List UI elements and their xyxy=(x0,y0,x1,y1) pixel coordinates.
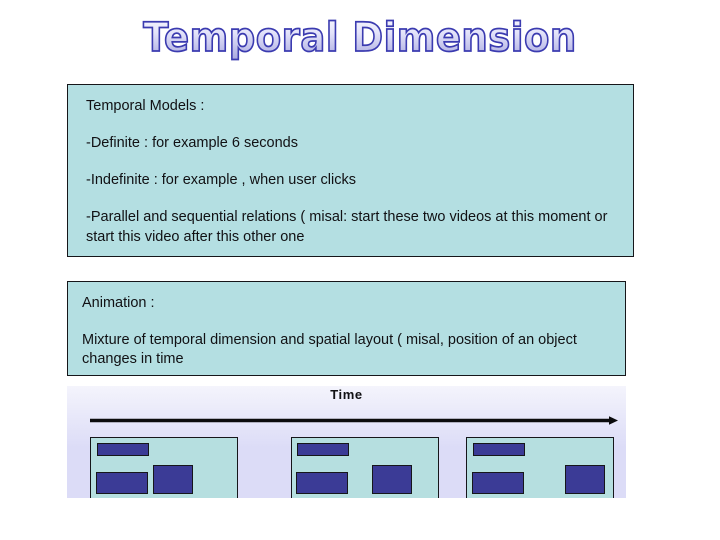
temporal-models-indefinite: -Indefinite : for example , when user cl… xyxy=(86,172,356,189)
slide-title-wordart: Temporal Dimension Temporal Dimension Te… xyxy=(0,12,720,64)
animation-timeline-diagram: Time xyxy=(67,386,626,498)
frame-1-bottom-bar xyxy=(96,472,148,494)
frame-1-top-bar xyxy=(97,443,149,456)
timeline-frame-3 xyxy=(466,437,614,498)
page-title: Temporal Dimension xyxy=(143,10,577,66)
animation-description: Mixture of temporal dimension and spatia… xyxy=(82,332,581,368)
frame-2-square xyxy=(372,465,412,494)
frame-3-square xyxy=(565,465,605,494)
temporal-models-box: Temporal Models : -Definite : for exampl… xyxy=(67,84,634,257)
frame-3-bottom-bar xyxy=(472,472,524,494)
temporal-models-definite: -Definite : for example 6 seconds xyxy=(86,135,298,152)
temporal-models-relations: -Parallel and sequential relations ( mis… xyxy=(86,209,612,245)
frame-3-top-bar xyxy=(473,443,525,456)
animation-heading: Animation : xyxy=(82,295,155,311)
time-arrow-icon xyxy=(90,416,618,425)
frame-1-square xyxy=(153,465,193,494)
timeline-frame-2 xyxy=(291,437,439,498)
animation-box: Animation : Mixture of temporal dimensio… xyxy=(67,281,626,376)
timeline-frame-1 xyxy=(90,437,238,498)
frame-2-bottom-bar xyxy=(296,472,348,494)
temporal-models-heading: Temporal Models : xyxy=(86,98,205,114)
time-axis-label: Time xyxy=(330,387,363,402)
frame-2-top-bar xyxy=(297,443,349,456)
